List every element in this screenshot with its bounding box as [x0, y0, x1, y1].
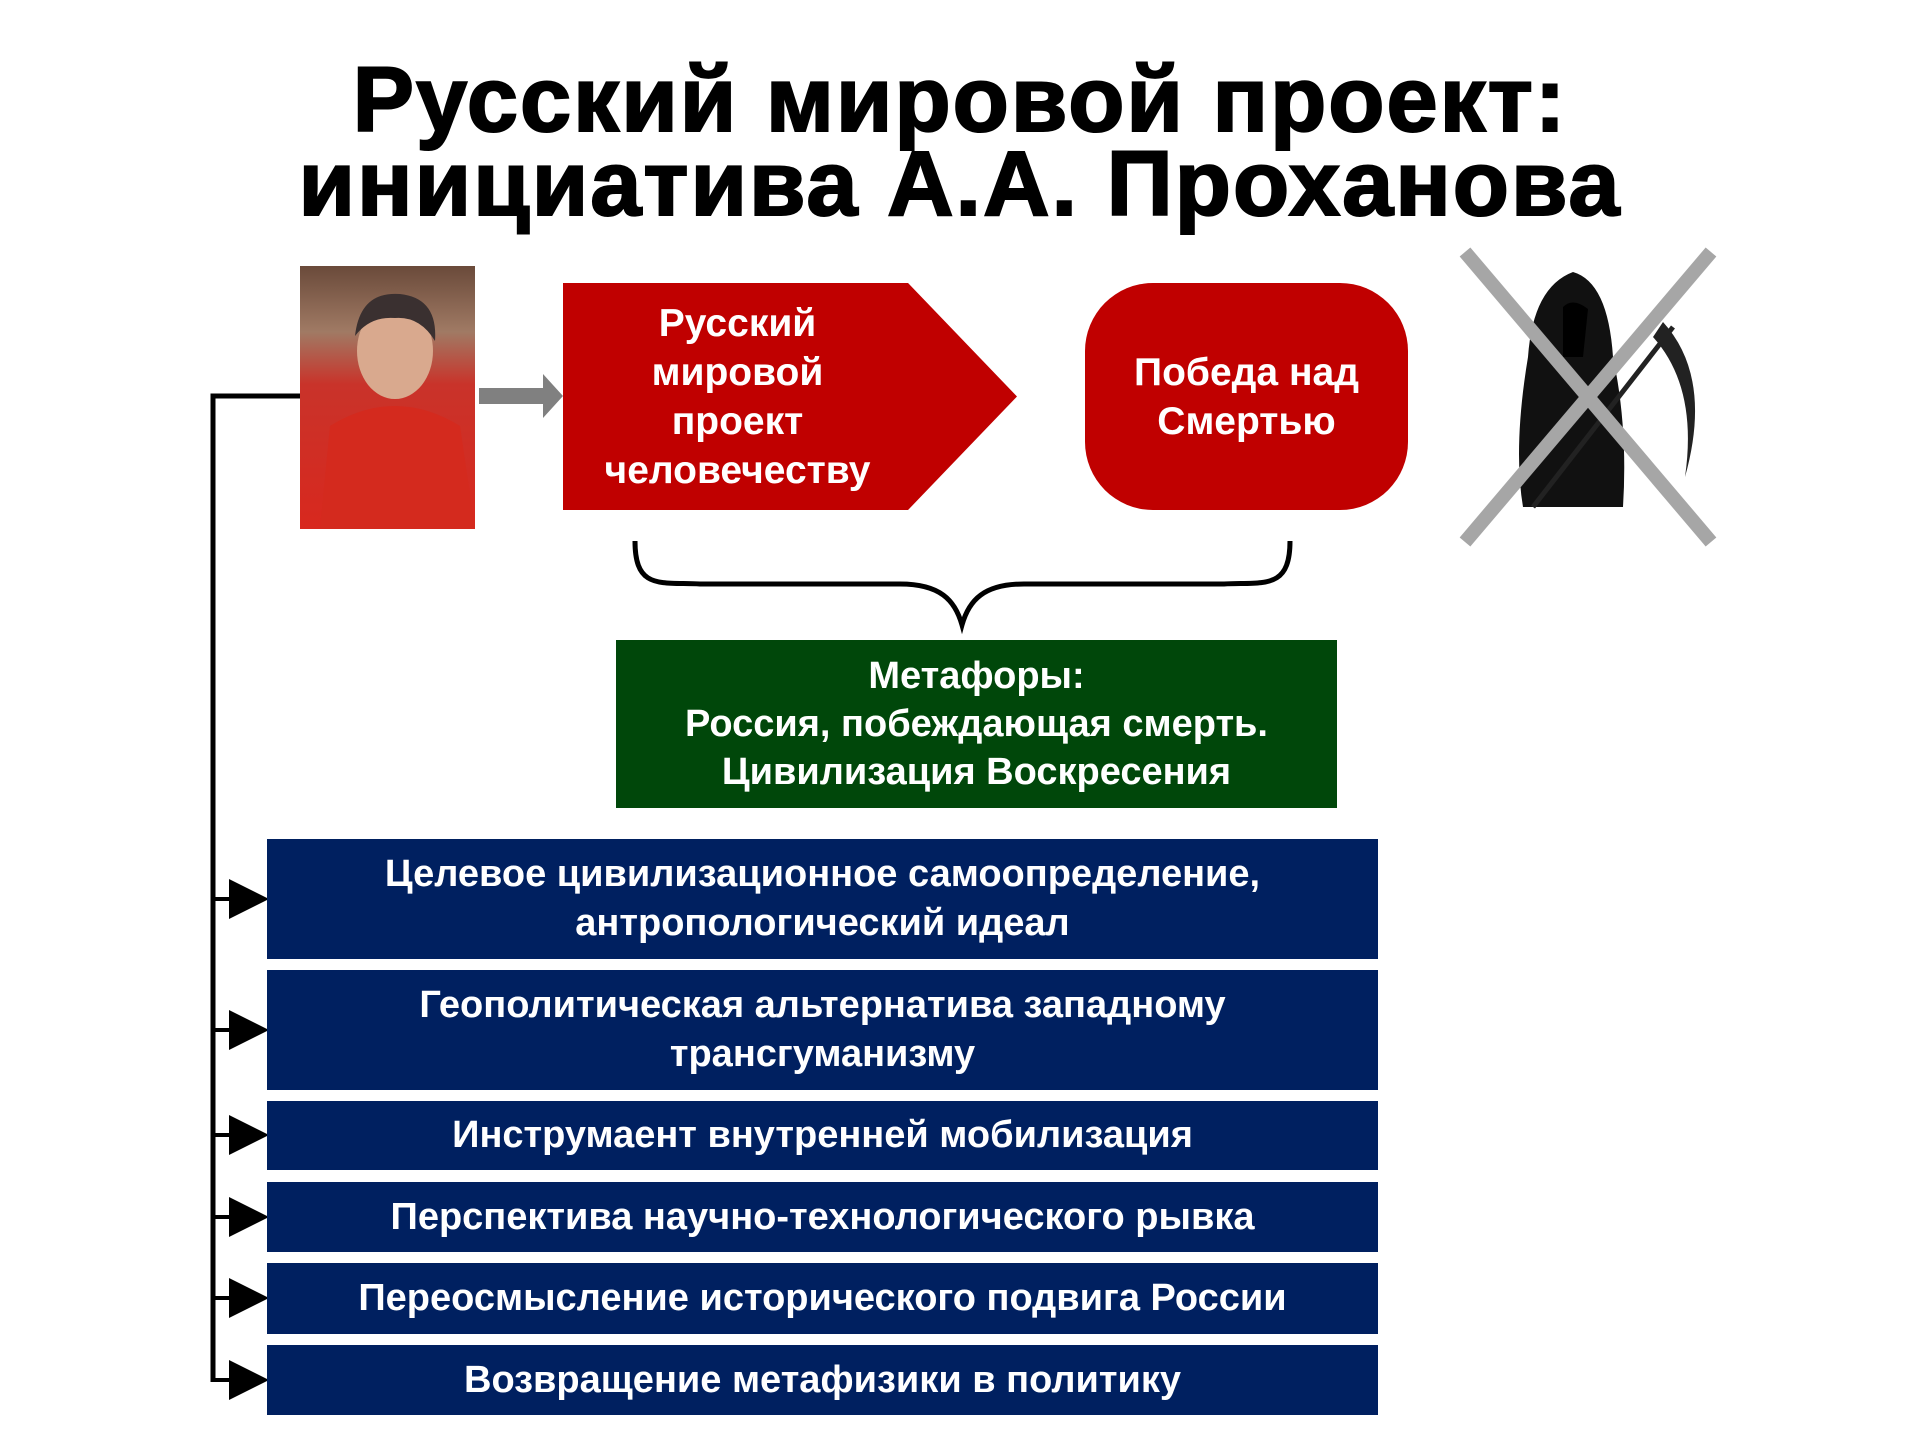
item-box: Целевое цивилизационное самоопределение,…	[267, 839, 1378, 959]
item-line: трансгуманизму	[669, 1033, 976, 1075]
author-photo	[300, 266, 475, 529]
item-line: антропологический идеал	[575, 902, 1070, 944]
person-icon	[320, 293, 475, 529]
title-line-1: Русский мировой проект:	[352, 49, 1568, 151]
russian-world-project-box: Русский мировой проект человечеству	[563, 283, 1017, 510]
item-box: Переосмысление исторического подвига Рос…	[267, 1263, 1378, 1334]
title-line-2: инициатива А.А. Проханова	[297, 133, 1622, 235]
gray-arrow-icon	[479, 374, 563, 418]
item-line: Геополитическая альтернатива западному	[419, 984, 1226, 1026]
victory-line: Победа над	[1134, 350, 1359, 394]
metaphors-line: Россия, побеждающая смерть.	[685, 703, 1268, 745]
crossed-out-reaper-icon	[1459, 247, 1717, 547]
metaphors-box: Метафоры: Россия, побеждающая смерть. Ци…	[616, 640, 1337, 808]
project-line: Русский	[658, 301, 817, 345]
item-line: Возвращение метафизики в политику	[464, 1358, 1181, 1401]
victory-line: Смертью	[1157, 399, 1336, 443]
item-line: Целевое цивилизационное самоопределение,	[384, 853, 1261, 895]
item-line: Инструмаент внутренней мобилизация	[452, 1114, 1193, 1156]
victory-over-death-box: Победа над Смертью	[1085, 283, 1408, 510]
project-line: мировой	[651, 350, 824, 394]
item-line: Перспектива научно-технологического рывк…	[390, 1195, 1255, 1238]
project-line: человечеству	[604, 448, 871, 492]
item-line: Переосмысление исторического подвига Рос…	[358, 1277, 1287, 1319]
item-box: Инструмаент внутренней мобилизация	[267, 1101, 1378, 1170]
item-box: Перспектива научно-технологического рывк…	[267, 1182, 1378, 1252]
metaphors-line: Метафоры:	[868, 655, 1085, 697]
slide-title: Русский мировой проект: инициатива А.А. …	[0, 49, 1920, 235]
metaphors-line: Цивилизация Воскресения	[721, 751, 1232, 793]
curly-brace	[632, 540, 1293, 635]
item-box: Возвращение метафизики в политику	[267, 1345, 1378, 1415]
project-line: проект	[671, 399, 804, 443]
item-box: Геополитическая альтернатива западному т…	[267, 970, 1378, 1090]
